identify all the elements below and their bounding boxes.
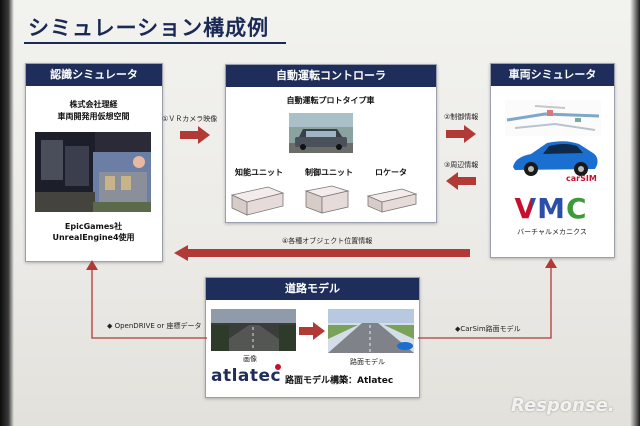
virtual-city-image <box>35 132 151 212</box>
recognition-engine-2: UnrealEngine4使用 <box>52 233 135 242</box>
recognition-simulator-header: 認識シミュレータ <box>26 64 162 86</box>
unit-label-locator: ロケータ <box>375 168 407 177</box>
controller-subtitle: 自動運転プロトタイプ車 <box>286 96 375 105</box>
vehicle-simulator-header: 車両シミュレータ <box>491 64 614 86</box>
screen-edge-left <box>0 0 14 426</box>
surround-info-arrow <box>446 172 476 190</box>
carsim-road-connector <box>418 258 557 339</box>
vr-camera-label: ①ＶＲカメラ映像 <box>162 115 218 123</box>
road-build-label: 路面モデル構築：Atlatec <box>285 376 394 386</box>
title-underline <box>24 42 286 44</box>
blue-car-image <box>513 141 598 176</box>
object-position-label: ④各種オブジェクト位置情報 <box>282 237 373 245</box>
screen-edge-right <box>630 0 640 426</box>
road-model-header: 道路モデル <box>206 278 419 300</box>
road-map-diagram <box>505 100 601 136</box>
unit-label-control: 制御ユニット <box>305 168 353 177</box>
atlatec-pin-icon <box>275 364 281 370</box>
control-info-label: ②制御情報 <box>444 113 479 121</box>
object-position-arrow <box>174 245 470 261</box>
road-model-image <box>328 309 414 353</box>
prototype-car-photo <box>289 113 353 153</box>
atlatec-logo: atlatec <box>211 366 282 386</box>
carsim-logo: carSIM <box>566 174 597 183</box>
response-watermark: Response. <box>511 395 615 416</box>
opendrive-connector <box>86 260 207 339</box>
recognition-space: 車両開発用仮想空間 <box>57 112 130 121</box>
vmc-logo: VMC <box>503 192 599 225</box>
intelligence-unit-box-icon <box>230 186 285 216</box>
vr-camera-arrow <box>180 126 210 144</box>
locator-box-icon <box>366 188 418 213</box>
road-camera-image <box>211 309 296 351</box>
recognition-engine-1: EpicGames社 <box>64 222 123 231</box>
control-info-arrow <box>446 125 476 143</box>
carsim-road-label: ◆CarSim路面モデル <box>455 325 521 333</box>
road-image-label: 画像 <box>243 355 257 363</box>
road-image-to-model-arrow <box>299 322 325 340</box>
recognition-company: 株式会社理経 <box>69 100 118 109</box>
slide-title: シミュレーション構成例 <box>28 16 270 40</box>
control-unit-box-icon <box>304 185 350 214</box>
opendrive-label: ◆ OpenDRIVE or 座標データ <box>107 322 202 330</box>
surround-info-label: ③周辺情報 <box>444 161 479 169</box>
controller-header: 自動運転コントローラ <box>226 65 436 87</box>
vmc-subtitle: バーチャルメカニクス <box>517 228 587 236</box>
unit-label-intelligence: 知能ユニット <box>235 168 283 177</box>
road-model-label: 路面モデル <box>350 358 385 366</box>
